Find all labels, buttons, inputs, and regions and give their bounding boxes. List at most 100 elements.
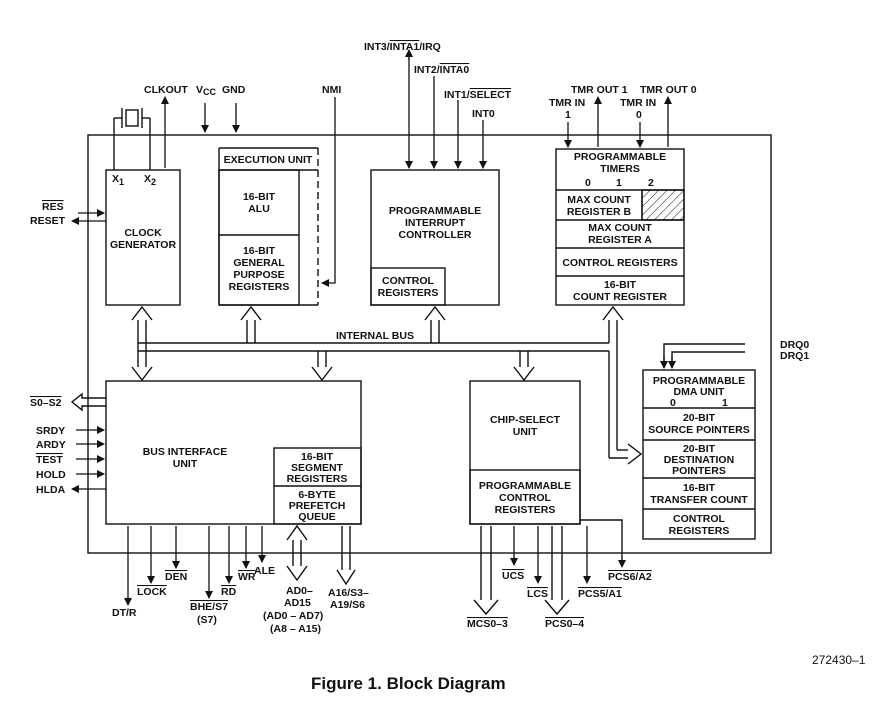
dma-unit <box>642 369 756 540</box>
dma-line2: DMA UNIT <box>674 386 726 398</box>
biu-line2: UNIT <box>173 458 198 470</box>
internal-bus-label: INTERNAL BUS <box>336 330 414 342</box>
figure-caption: Figure 1. Block Diagram <box>311 674 506 693</box>
pcs04-label: PCS0–4 <box>545 618 584 630</box>
dma-ch1: 1 <box>722 397 728 409</box>
pq-line3: QUEUE <box>298 511 335 523</box>
ale-label: ALE <box>254 565 275 577</box>
dst-line1: 20-BIT <box>683 443 716 455</box>
lock-label: LOCK <box>137 586 167 598</box>
csu-prog-2: CONTROL <box>499 492 551 504</box>
ad-label-2: AD15 <box>284 597 311 609</box>
tmr-in0-label: TMR IN <box>620 97 656 109</box>
dma-ctrl-1: CONTROL <box>673 513 725 525</box>
reset-label: RESET <box>30 215 66 227</box>
drq0-label: DRQ0 <box>780 339 809 351</box>
ad-bus-arrow <box>286 524 308 582</box>
bus-interface-unit <box>105 380 362 525</box>
exec-title: EXECUTION UNIT <box>224 154 313 166</box>
alu-line2: ALU <box>248 203 270 215</box>
s0-s2-arrow <box>70 392 106 412</box>
mca-line1: MAX COUNT <box>588 222 652 234</box>
dma-ctrl-2: REGISTERS <box>669 525 730 537</box>
drq1-label: DRQ1 <box>780 350 809 362</box>
dtr-label: DT/R <box>112 607 137 619</box>
nmi-label: NMI <box>322 84 341 96</box>
tmr-out1-label: TMR OUT 1 <box>571 84 628 96</box>
tmr-out0-label: TMR OUT 0 <box>640 84 697 96</box>
mcs-label: MCS0–3 <box>467 618 508 630</box>
cnt-line2: COUNT REGISTER <box>573 291 667 303</box>
figure-number: 272430–1 <box>812 653 866 667</box>
csu-prog-3: REGISTERS <box>495 504 556 516</box>
srdy-label: SRDY <box>36 425 65 437</box>
s0-s2-label: S0–S2 <box>30 397 62 409</box>
tc-line1: 16-BIT <box>683 482 716 494</box>
alu-line1: 16-BIT <box>243 191 276 203</box>
mcb-line1: MAX COUNT <box>567 194 631 206</box>
gp-line3: PURPOSE <box>233 269 284 281</box>
gnd-label: GND <box>222 84 246 96</box>
mcs-arrow <box>473 526 499 616</box>
tmr-in0-num: 0 <box>636 109 642 121</box>
x1-label: X1 <box>112 173 124 187</box>
x2-label: X2 <box>144 173 156 187</box>
internal-bus <box>131 305 643 465</box>
timers-line2: TIMERS <box>600 163 640 175</box>
ad-label-3: (AD0 – AD7) <box>263 610 323 622</box>
src-line1: 20-BIT <box>683 412 716 424</box>
cnt-line1: 16-BIT <box>604 279 637 291</box>
dma-line1: PROGRAMMABLE <box>653 375 745 387</box>
pic-line3: CONTROLLER <box>399 229 472 241</box>
csu-line1: CHIP-SELECT <box>490 414 561 426</box>
hold-label: HOLD <box>36 469 66 481</box>
den-label: DEN <box>165 571 187 583</box>
ucs-label: UCS <box>502 570 524 582</box>
pcs5-label: PCS5/A1 <box>578 588 622 600</box>
dma-ch0: 0 <box>670 397 676 409</box>
pq-line2: PREFETCH <box>289 500 346 512</box>
timer-1: 1 <box>616 177 622 189</box>
dst-line2: DESTINATION <box>664 454 734 466</box>
pic-ctrl-1: CONTROL <box>382 275 434 287</box>
crystal-icon <box>113 108 151 170</box>
rd-label: RD <box>221 586 237 598</box>
csu-prog-1: PROGRAMMABLE <box>479 480 571 492</box>
dst-line3: POINTERS <box>672 465 726 477</box>
ad-label-4: (A8 – A15) <box>270 623 321 635</box>
pcs6-label: PCS6/A2 <box>608 571 652 583</box>
wr-label: WR <box>238 571 256 583</box>
res-label: RES <box>42 201 64 213</box>
int0-label: INT0 <box>472 108 495 120</box>
tmr-in1-num: 1 <box>565 109 571 121</box>
biu-line1: BUS INTERFACE <box>143 446 228 458</box>
seg-line1: 16-BIT <box>301 451 334 463</box>
clock-generator-block <box>105 169 181 306</box>
pic-line1: PROGRAMMABLE <box>389 205 481 217</box>
tc-line2: TRANSFER COUNT <box>650 494 748 506</box>
hlda-label: HLDA <box>36 484 66 496</box>
a16-label-1: A16/S3– <box>328 587 369 599</box>
gp-line2: GENERAL <box>233 257 285 269</box>
csu-line2: UNIT <box>513 426 538 438</box>
lcs-label: LCS <box>527 588 548 600</box>
int3-label: INT3/INTA1/IRQ <box>364 41 441 53</box>
mcb-line2: REGISTER B <box>567 206 632 218</box>
int1-label: INT1/SELECT <box>444 89 512 101</box>
a16-a19-arrow <box>336 526 356 586</box>
clock-title-2: GENERATOR <box>110 239 177 251</box>
tmr-in1-label: TMR IN <box>549 97 585 109</box>
mca-line2: REGISTER A <box>588 234 652 246</box>
timers-block <box>555 148 685 306</box>
timer-0: 0 <box>585 177 591 189</box>
ardy-label: ARDY <box>36 439 66 451</box>
test-label: TEST <box>36 454 63 466</box>
pcs-arrow <box>544 526 570 616</box>
seg-line3: REGISTERS <box>287 473 348 485</box>
chip-boundary <box>87 134 772 554</box>
timers-line1: PROGRAMMABLE <box>574 151 666 163</box>
execution-unit <box>218 147 319 306</box>
pic-ctrl-2: REGISTERS <box>378 287 439 299</box>
gp-line4: REGISTERS <box>229 281 290 293</box>
